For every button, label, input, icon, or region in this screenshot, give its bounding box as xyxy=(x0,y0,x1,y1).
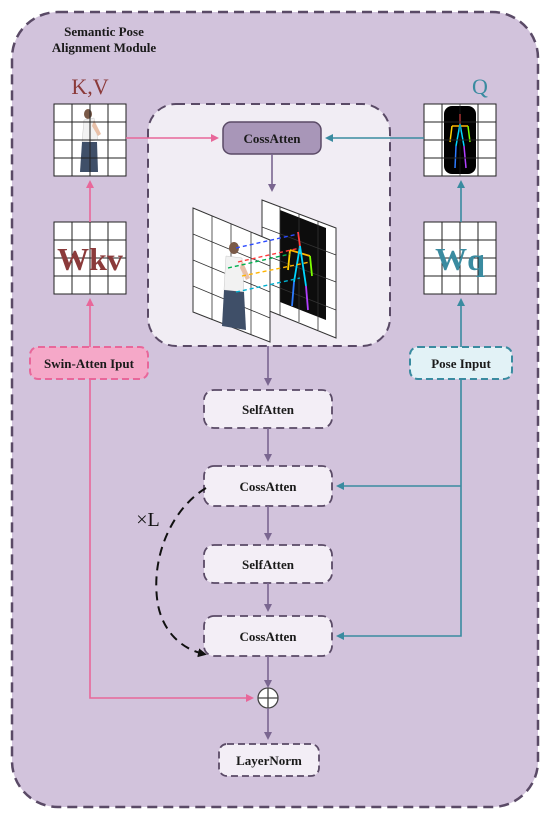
cossatten-label-2: CossAtten xyxy=(239,629,297,644)
pose-input-label: Pose Input xyxy=(431,356,491,371)
cossatten-box-1: CossAtten xyxy=(203,465,333,507)
wkv-label: Wkv xyxy=(57,241,123,277)
q-feature-grid xyxy=(423,103,497,177)
kv-feature-grid xyxy=(53,103,127,177)
cossatten-label-1: CossAtten xyxy=(239,479,297,494)
person-figure-icon xyxy=(222,242,250,330)
wq-label: Wq xyxy=(435,241,485,277)
layernorm-box: LayerNorm xyxy=(218,743,320,777)
arrow-pose-to-cossatten2 xyxy=(336,379,462,640)
swin-atten-input-label: Swin-Atten Iput xyxy=(44,356,135,371)
wq-weight-grid: Wq xyxy=(423,221,497,295)
arrow-swin-residual xyxy=(89,379,254,702)
swin-atten-input-box: Swin-Atten Iput xyxy=(29,346,149,380)
repeat-loop-arrow xyxy=(155,487,207,658)
alignment-illustration xyxy=(192,199,337,343)
selfatten-label-1: SelfAtten xyxy=(242,402,295,417)
q-label: Q xyxy=(472,74,488,99)
selfatten-box-1: SelfAtten xyxy=(203,389,333,429)
selfatten-label-2: SelfAtten xyxy=(242,557,295,572)
add-node xyxy=(257,687,279,709)
inner-cossatten-box: CossAtten xyxy=(222,121,322,155)
selfatten-box-2: SelfAtten xyxy=(203,544,333,584)
module-title-line1: Semantic Pose xyxy=(64,24,144,39)
wkv-weight-grid: Wkv xyxy=(53,221,127,295)
pose-input-box: Pose Input xyxy=(409,346,513,380)
kv-label: K,V xyxy=(71,74,108,99)
repeat-label: ×L xyxy=(136,509,160,531)
cossatten-box-2: CossAtten xyxy=(203,615,333,657)
module-title-line2: Alignment Module xyxy=(52,40,157,55)
inner-cossatten-label: CossAtten xyxy=(243,131,301,146)
layernorm-label: LayerNorm xyxy=(236,753,302,768)
